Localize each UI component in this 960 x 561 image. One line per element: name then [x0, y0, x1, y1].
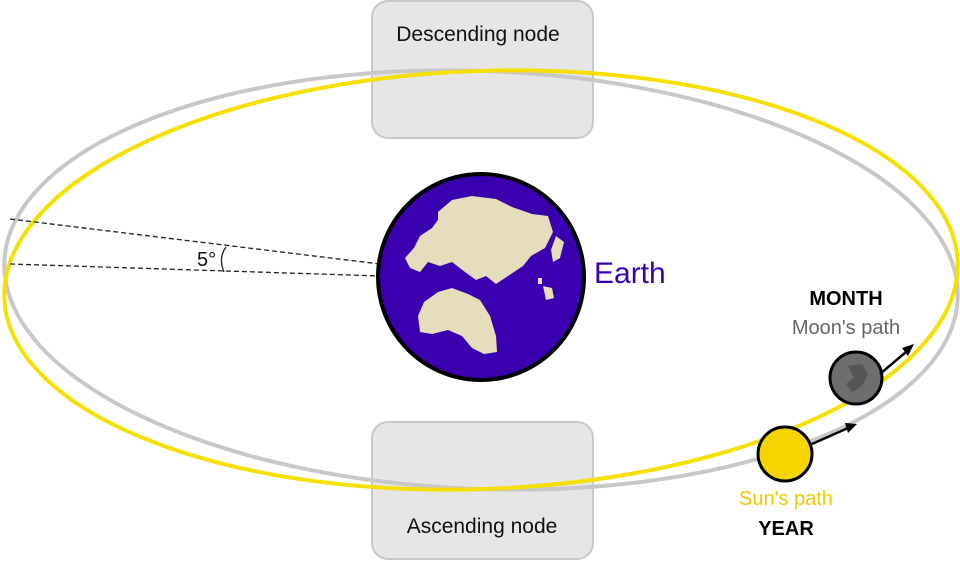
- earth-continent-eurasia: [405, 196, 553, 284]
- angle-label: 5°: [197, 249, 216, 271]
- moon-path-label: Moon's path: [792, 317, 900, 339]
- sun: [756, 425, 814, 483]
- sun-period-label: YEAR: [758, 518, 814, 540]
- descending-node-label: Descending node: [396, 23, 559, 46]
- earth: [376, 172, 586, 382]
- earth-island-east: [551, 236, 564, 262]
- sun-arrowhead-icon: [845, 423, 857, 433]
- moon-motion-arrow: [879, 351, 907, 375]
- moon-arrowhead-icon: [902, 344, 914, 356]
- sun-motion-arrow: [811, 426, 849, 446]
- earth-island-small: [543, 286, 554, 300]
- earth-label: Earth: [594, 257, 666, 290]
- moon-period-label: MONTH: [809, 288, 882, 310]
- moon-mare: [846, 364, 868, 392]
- moon-plane-dashed-line: [9, 218, 381, 265]
- earth-continent-africa: [418, 288, 497, 354]
- ascending-node-label: Ascending node: [407, 515, 558, 538]
- sun-path-label: Sun's path: [739, 488, 833, 510]
- angle-arc: [220, 246, 227, 273]
- sun-orbit: [2, 68, 960, 492]
- earth-island-tiny: [538, 278, 542, 284]
- ecliptic-dashed-line: [9, 263, 381, 277]
